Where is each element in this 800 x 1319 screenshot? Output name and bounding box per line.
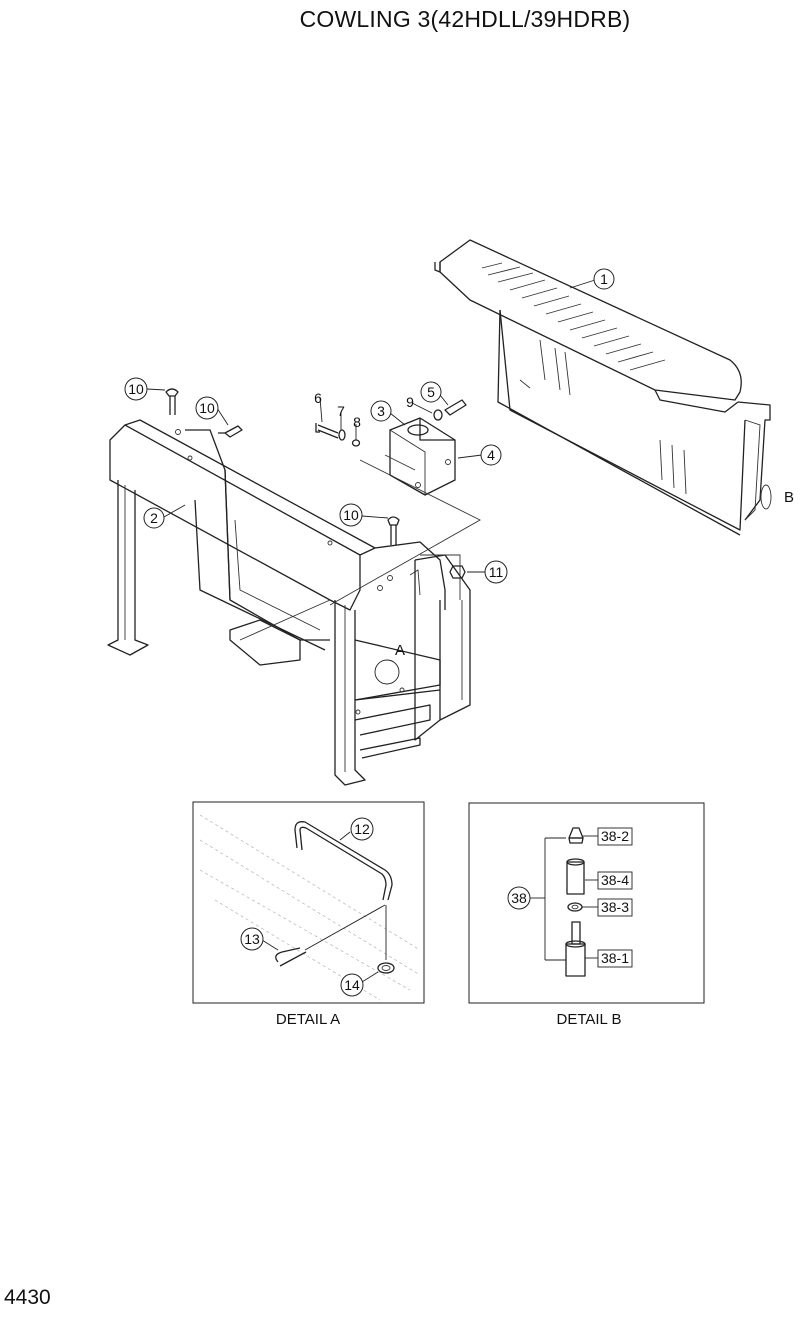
svg-text:5: 5 bbox=[427, 384, 435, 400]
svg-text:38: 38 bbox=[511, 890, 527, 906]
detail-ref-b: B bbox=[784, 489, 794, 506]
svg-text:13: 13 bbox=[244, 931, 260, 947]
svg-text:10: 10 bbox=[128, 381, 144, 397]
svg-text:9: 9 bbox=[406, 394, 414, 410]
svg-text:38-2: 38-2 bbox=[601, 828, 629, 844]
detail-b-part-labels: 38-2 38-4 38-3 38-1 bbox=[597, 827, 633, 968]
callout-10-left: 10 bbox=[195, 396, 219, 420]
svg-text:10: 10 bbox=[199, 400, 215, 416]
page-number: 4430 bbox=[4, 1286, 51, 1309]
detail-a-caption: DETAIL A bbox=[276, 1011, 340, 1028]
svg-text:1: 1 bbox=[600, 271, 608, 287]
callout-3: 3 bbox=[370, 400, 392, 422]
detail-b-caption: DETAIL B bbox=[556, 1011, 621, 1028]
svg-text:38-3: 38-3 bbox=[601, 899, 629, 915]
part-label-38-3: 38-3 bbox=[597, 898, 633, 917]
part-label-38-2: 38-2 bbox=[597, 827, 633, 846]
callout-9: 9 bbox=[406, 394, 414, 410]
svg-text:4: 4 bbox=[487, 447, 495, 463]
svg-text:10: 10 bbox=[343, 507, 359, 523]
svg-text:2: 2 bbox=[150, 510, 158, 526]
callout-6: 6 bbox=[314, 390, 322, 406]
callout-8: 8 bbox=[353, 414, 361, 430]
diagram-title: COWLING 3(42HDLL/39HDRB) bbox=[299, 6, 631, 32]
cowling-panel-part-1 bbox=[434, 239, 772, 536]
svg-text:11: 11 bbox=[489, 564, 504, 580]
frame-part-2 bbox=[107, 419, 471, 786]
callout-1: 1 bbox=[593, 268, 615, 290]
svg-text:6: 6 bbox=[314, 390, 322, 406]
callout-5: 5 bbox=[420, 381, 442, 403]
svg-text:3: 3 bbox=[377, 403, 385, 419]
detail-a-panel bbox=[192, 801, 425, 1004]
callout-14: 14 bbox=[340, 973, 364, 997]
callout-4: 4 bbox=[480, 444, 502, 466]
callout-10-center: 10 bbox=[339, 503, 363, 527]
callout-38: 38 bbox=[507, 886, 531, 910]
detail-ref-a: A bbox=[395, 642, 405, 659]
callout-13: 13 bbox=[240, 927, 264, 951]
leader-lines bbox=[146, 279, 596, 685]
callout-7: 7 bbox=[337, 403, 345, 419]
callout-11: 11 bbox=[484, 560, 508, 584]
svg-text:7: 7 bbox=[337, 403, 345, 419]
svg-text:12: 12 bbox=[354, 821, 370, 837]
svg-text:14: 14 bbox=[344, 977, 360, 993]
detail-b-panel bbox=[468, 802, 705, 1004]
callout-12: 12 bbox=[350, 817, 374, 841]
svg-text:38-4: 38-4 bbox=[601, 872, 629, 888]
part-label-38-4: 38-4 bbox=[597, 871, 633, 890]
part-label-38-1: 38-1 bbox=[597, 949, 633, 968]
callout-10-top-left: 10 bbox=[124, 377, 148, 401]
svg-text:38-1: 38-1 bbox=[601, 950, 629, 966]
svg-text:8: 8 bbox=[353, 414, 361, 430]
small-parts bbox=[165, 388, 481, 641]
callout-2: 2 bbox=[143, 507, 165, 529]
